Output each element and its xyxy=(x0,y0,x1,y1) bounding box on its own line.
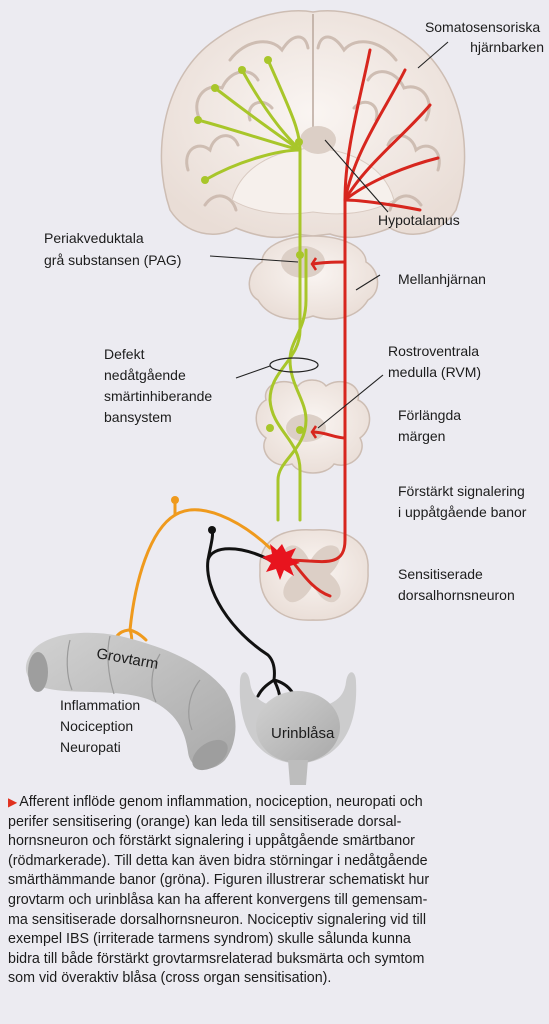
label-hypothalamus: Hypotalamus xyxy=(378,212,460,228)
caption-line: perifer sensitisering (orange) kan leda … xyxy=(8,813,549,833)
caption-line: bidra till både förstärkt grovtarmsrelat… xyxy=(8,950,549,970)
caption-line: smärthämmande banor (gröna). Figuren ill… xyxy=(8,871,549,891)
label-colon-causes: Inflammation Nociception Neuropati xyxy=(60,697,144,755)
spinal-cord-section xyxy=(260,530,368,620)
label-ascending: Förstärkt signalering i uppåtgående bano… xyxy=(398,483,529,520)
label-pag: Periakveduktala grå substansen (PAG) xyxy=(44,230,181,268)
caption-line: ma sensitiserade dorsalhornsneuron. Noci… xyxy=(8,911,549,931)
caption-line: ▶Afferent inflöde genom inflammation, no… xyxy=(8,793,549,813)
brain-cortex xyxy=(161,11,464,238)
orange-ganglion xyxy=(171,496,179,504)
defect-ring xyxy=(270,358,318,372)
caption-line: hornsneuron och förstärkt signalering i … xyxy=(8,832,549,852)
label-bladder: Urinblåsa xyxy=(271,725,335,742)
midbrain-section xyxy=(249,236,377,319)
label-medulla: Förlängda märgen xyxy=(398,407,465,444)
caption-line: grovtarm och urinblåsa kan ha afferent k… xyxy=(8,891,549,911)
label-cortex: Somatosensoriska hjärnbarken xyxy=(425,19,544,55)
caption-line: exempel IBS (irriterade tarmens syndrom)… xyxy=(8,930,549,950)
label-dorsal-horn: Sensitiserade dorsalhornsneuron xyxy=(398,566,515,603)
label-midbrain: Mellanhjärnan xyxy=(398,271,486,287)
colon-afferent-pathway xyxy=(115,500,270,645)
label-defect: Defekt nedåtgående smärtinhiberande bans… xyxy=(104,346,216,425)
black-ganglion xyxy=(208,526,216,534)
caption-line: som vid överaktiv blåsa (cross organ sen… xyxy=(8,969,549,989)
caption-line: (rödmarkerade). Till detta kan även bidr… xyxy=(8,852,549,872)
figure-caption: ▶Afferent inflöde genom inflammation, no… xyxy=(8,793,549,989)
caption-arrow-icon: ▶ xyxy=(8,795,17,809)
pain-pathway-diagram: Somatosensoriska hjärnbarken Hypotalamus… xyxy=(0,0,549,785)
label-rvm: Rostroventrala medulla (RVM) xyxy=(388,343,483,380)
